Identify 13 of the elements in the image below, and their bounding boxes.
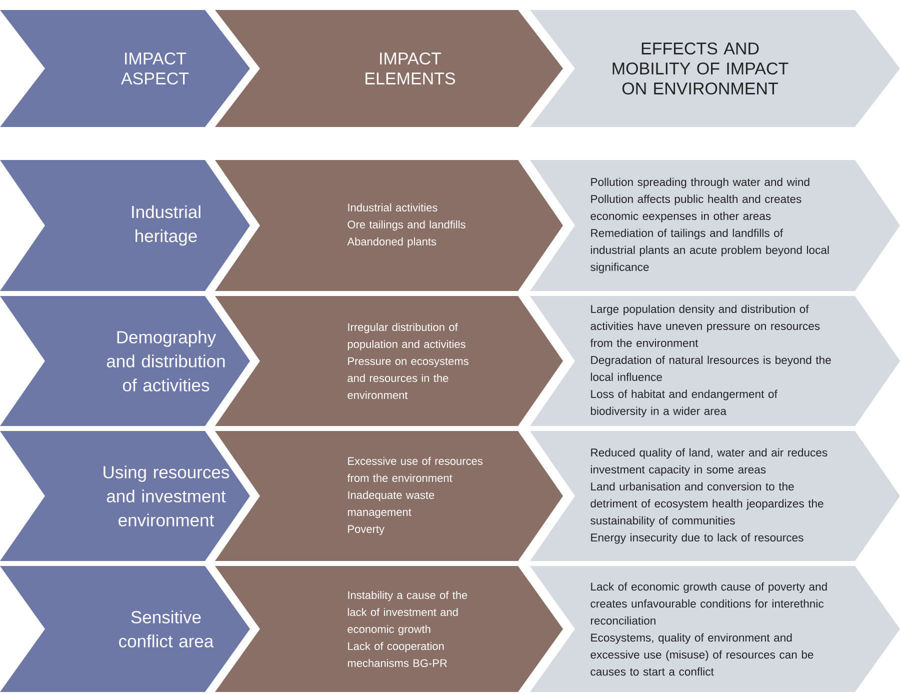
step-box: Industrial activities Ore tailings and landfills Abandoned plants	[215, 160, 563, 291]
step-box: IMPACT ELEMENTS	[215, 10, 563, 127]
step-box: Sensitive conflict area	[0, 566, 250, 692]
step-box: Reduced quality of land, water and air reduces investment capacity in some areas Land urbanisation and conversion to the detriment of ecosystem health jeopardizes the sustainability of communities Energy insecurity due to lack of resources	[530, 431, 900, 561]
step-box: IMPACT ASPECT	[0, 10, 250, 127]
step-box: Industrial heritage	[0, 160, 250, 291]
step-box: Large population density and distribution of activities have uneven pressure on resources from the environment Degradation of natural lresources is beyond the local influence Loss of habitat and endangerment of biodiversity in a wider area	[530, 296, 900, 426]
step-box: Demography and distribution of activities	[0, 296, 250, 426]
step-box: Instability a cause of the lack of investment and economic growth Lack of cooperation mechanisms BG-PR	[215, 566, 563, 692]
step-box: Pollution spreading through water and wind Pollution affects public health and creates economic eexpenses in other areas Remediation of tailings and landfills of industrial plants an acute problem beyond local significance	[530, 160, 900, 291]
step-box: EFFECTS AND MOBILITY OF IMPACT ON ENVIRONMENT	[530, 10, 900, 127]
step-box: Using resources and investment environment	[0, 431, 250, 561]
step-box: Lack of economic growth cause of poverty and creates unfavourable conditions for interethnic reconciliation Ecosystems, quality of environment and excessive use (misuse) of resources can be causes to start a conflict	[530, 566, 900, 692]
